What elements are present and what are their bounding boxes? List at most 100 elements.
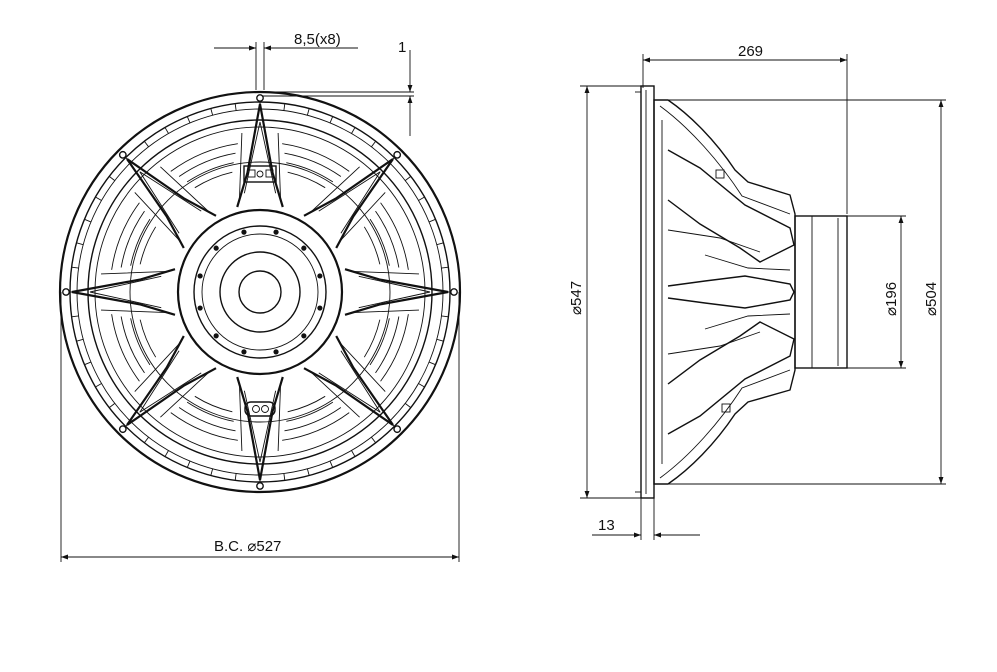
magnet-plate: [193, 225, 327, 359]
spoke-inner: [139, 350, 202, 413]
window-rib: [120, 316, 145, 374]
frame-ring-5: [94, 126, 426, 458]
magnet-screws: [197, 229, 323, 355]
rim-notch: [389, 421, 395, 427]
window-rib: [170, 412, 238, 441]
rim-notch: [418, 383, 425, 388]
window-rib: [139, 319, 157, 358]
magnet-screw: [241, 349, 247, 355]
dimension-baffle-diameter: ⌀504: [668, 99, 946, 485]
rim-notch: [306, 108, 310, 116]
window-rib: [287, 395, 326, 413]
rim-notch: [329, 116, 334, 124]
rim-notch: [108, 403, 116, 409]
frame-ring-4: [87, 119, 433, 465]
window-rib: [130, 218, 151, 266]
window-rib: [186, 401, 234, 422]
rim-notch: [441, 315, 449, 318]
rim-notch: [436, 338, 444, 342]
rim-bolt-holes: [62, 94, 458, 490]
rim-notch: [404, 403, 412, 409]
window-rib: [380, 202, 409, 270]
window-rib: [375, 316, 400, 374]
window-rib: [130, 318, 151, 366]
rim-notch: [71, 266, 79, 269]
rim-bolt-hole: [62, 288, 70, 296]
dimension-depth: 269: [642, 43, 848, 214]
rim-notch: [306, 468, 310, 476]
rim-notch: [436, 242, 444, 246]
magnet-screw: [317, 305, 323, 311]
spoke-inner: [139, 171, 202, 234]
spoke-inner: [243, 121, 277, 194]
rim-notch: [371, 140, 377, 148]
dimension-bolt-hole: 8,5(x8): [214, 31, 358, 90]
window-rib: [111, 314, 140, 382]
rim-notch: [108, 175, 116, 181]
window-rib: [186, 162, 234, 183]
magnet-screw: [213, 333, 219, 339]
window-rib: [194, 395, 233, 413]
side-rib-top: [667, 149, 795, 263]
rim-notch: [234, 103, 237, 111]
rim-notch: [428, 361, 436, 366]
terminal-top: [243, 165, 277, 183]
rim-notch: [210, 468, 214, 476]
window-rib: [286, 401, 334, 422]
rim-notch: [125, 421, 131, 427]
window-rib: [139, 226, 157, 265]
magnet-screw: [241, 229, 247, 235]
rim-bolt-hole: [393, 425, 402, 434]
rim-notch: [371, 436, 377, 444]
rim-notch: [186, 116, 191, 124]
window-edge: [277, 133, 360, 213]
magnet-plate-inner: [201, 233, 319, 351]
thickness-label: 1: [398, 39, 406, 56]
spoke-inner: [318, 350, 381, 413]
pole-vent: [238, 270, 282, 314]
window-rib: [380, 314, 409, 382]
window-edge: [277, 371, 360, 451]
rim-bolt-hole: [450, 288, 458, 296]
dimension-outer-diameter: ⌀547: [568, 85, 641, 499]
front-view: 8,5(x8) 1 B.C. ⌀527: [58, 31, 462, 562]
rim-notch: [143, 436, 149, 444]
window-edge: [101, 309, 181, 392]
magnet-screw: [273, 229, 279, 235]
rim-notch: [210, 108, 214, 116]
spoke-inner: [318, 171, 381, 234]
rim-notch: [186, 460, 191, 468]
rim-bolt-hole: [393, 150, 402, 159]
window-edge: [339, 309, 419, 392]
bolt-hole-label: 8,5(x8): [294, 31, 341, 48]
window-edge: [101, 192, 181, 275]
window-edge: [160, 133, 243, 213]
spoke-inner: [243, 390, 277, 463]
magnet-screw: [197, 305, 203, 311]
magnet-screw: [197, 273, 203, 279]
window-rib: [287, 171, 326, 189]
rim-notch: [95, 383, 102, 388]
window-rib: [194, 171, 233, 189]
rim-notch: [351, 450, 356, 457]
rim-notch: [164, 127, 169, 134]
rim-bolt-hole: [256, 482, 264, 490]
rim-notch: [404, 175, 412, 181]
side-flange: [640, 85, 655, 499]
window-rib: [111, 202, 140, 270]
rim-notch: [428, 218, 436, 223]
window-rib: [363, 226, 381, 265]
rim-notch: [389, 157, 395, 163]
side-basket-outline: [653, 99, 796, 485]
magnet-screw: [273, 349, 279, 355]
magnet-outer: [176, 208, 344, 376]
rim-notch: [143, 140, 149, 148]
terminal-bottom: [244, 401, 276, 417]
magnet-screw: [317, 273, 323, 279]
rim-bolt-hole: [118, 425, 127, 434]
window-rib: [363, 319, 381, 358]
rim-bolt-hole: [256, 94, 264, 102]
rim-notch: [418, 196, 425, 201]
rim-notch: [84, 361, 92, 366]
window-edge: [160, 371, 243, 451]
